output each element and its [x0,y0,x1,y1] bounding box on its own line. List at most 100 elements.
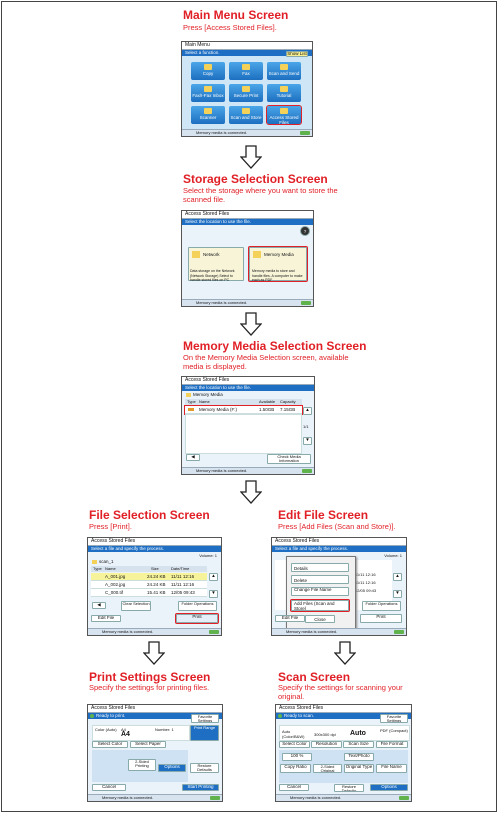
edit-file-button[interactable]: Edit File [275,615,305,622]
file-size: 24.24 KB [147,574,166,579]
file-name: C_000.tif [105,590,124,595]
status-bar: Memory media is connected. [182,129,312,136]
tile-label: Fax/I-Fax Inbox [192,93,224,98]
print-settings-desc: Specify the settings for printing files. [89,683,210,692]
show-list-button[interactable]: Show List [286,51,308,57]
select-color-button[interactable]: Select Color [279,741,310,748]
help-icon[interactable]: ? [300,226,310,236]
inbox-icon [204,86,212,92]
network-button[interactable]: Network [188,247,244,281]
status-monitor-button[interactable] [394,630,404,634]
ready-text: Ready to print. [96,713,126,718]
scanner-icon [204,108,212,114]
file-date: 12/05 09:43 [171,590,195,595]
column-headers: Type Name Available Capacity [185,399,302,405]
status-monitor-button[interactable] [301,301,311,305]
tile-label: Tutorial [276,93,292,98]
status-monitor-button[interactable] [302,469,312,473]
col-available: Available [259,399,276,404]
file-row[interactable]: C_000.tif 15.41 KB 12/05 09:43 [91,589,207,597]
file-row[interactable]: A_001.jpg 24.24 KB 11/11 12:16 [91,573,207,581]
print-range-button[interactable]: Print Range [190,725,219,741]
col-name: Name [105,566,116,571]
cancel-button[interactable]: Cancel [279,784,309,791]
change-file-name-button[interactable]: Change File Name [291,587,349,596]
print-settings-screen: Access Stored Files Ready to print. Favo… [87,704,223,802]
main-menu-header: Main Menu [182,42,312,50]
file-format-button[interactable]: File Format [376,741,408,748]
status-monitor-button[interactable] [399,796,409,800]
memory-header: Access Stored Files [182,377,314,385]
folder-operations-button[interactable]: Folder Operations [178,601,217,611]
media-row[interactable]: Memory Media (F:) 1.50GB 7.15GB [184,405,303,415]
storage-desc: Select the storage where you want to sto… [183,186,338,204]
options-button[interactable]: Options [158,764,186,772]
scan-screen: Access Stored Files Ready to scan. Favor… [275,704,412,802]
memory-media-icon [253,251,261,258]
col-capacity: Capacity [280,399,296,404]
resolution-button[interactable]: Resolution [311,741,342,748]
file-subheader: Select a file and specify the process. [88,546,221,552]
check-media-info-button[interactable]: Check Media Information [267,454,311,464]
status-monitor-button[interactable] [209,630,219,634]
tile-fax-inbox[interactable]: Fax/I-Fax Inbox [191,84,225,102]
tile-scanner[interactable]: Scanner [191,106,225,124]
clear-selection-button[interactable]: Clear Selection [121,601,151,611]
tile-scan-and-store[interactable]: Scan and Store [229,106,263,124]
two-sided-printing-button[interactable]: 2-Sided Printing [128,759,156,771]
tile-access-stored-files[interactable]: Access Stored Files [266,105,302,125]
back-button[interactable]: ◀ [186,454,200,461]
tile-tutorial[interactable]: Tutorial [267,84,301,102]
print-button[interactable]: Print [360,614,402,623]
back-button[interactable]: ◀ [92,602,106,609]
scroll-up-button[interactable]: ▲ [303,407,312,415]
scan-size-button[interactable]: Scan Size [343,741,374,748]
network-description: Data storage on the Network (Network Sto… [190,269,235,282]
storage-header: Access Stored Files [182,211,313,219]
add-files-button[interactable]: Add Files (Scan and Store) [290,599,350,612]
scroll-down-button[interactable]: ▼ [303,437,312,445]
status-monitor-button[interactable] [210,796,220,800]
tile-secure-print[interactable]: Secure Print [229,84,263,102]
edit-file-button[interactable]: Edit File [91,615,121,622]
close-button[interactable]: Close [305,615,335,623]
scroll-down-button[interactable]: ▼ [393,590,402,598]
status-monitor-button[interactable] [300,131,310,135]
scroll-down-button[interactable]: ▼ [209,590,218,598]
restore-defaults-button[interactable]: Restore Defaults [190,763,219,773]
main-menu-desc: Press [Access Stored Files]. [183,23,277,32]
tile-scan-and-send[interactable]: Scan and Send [267,62,301,80]
file-size: 15.41 KB [147,590,166,595]
main-menu-subheader: Select a function. [182,50,312,56]
start-printing-button[interactable]: Start Printing [182,784,219,791]
file-row[interactable]: A_002.jpg 24.24 KB 11/11 12:16 [91,581,207,589]
favorite-settings-button[interactable]: Favorite Settings [191,714,219,723]
memory-title: Memory Media Selection Screen [183,339,367,353]
favorite-settings-button[interactable]: Favorite Settings [380,714,408,723]
memory-media-button[interactable]: Memory Media [248,246,308,282]
original-type-button[interactable]: Original Type [344,764,374,773]
scroll-up-button[interactable]: ▲ [209,573,218,581]
options-button[interactable]: Options [370,784,408,791]
details-button[interactable]: Details [291,563,349,572]
file-size: 24.24 KB [147,582,166,587]
scroll-up-button[interactable]: ▲ [393,573,402,581]
select-color-button[interactable]: Select Color [92,741,128,748]
scan-send-icon [280,64,288,70]
folder-operations-button[interactable]: Folder Operations [362,601,401,611]
cancel-button[interactable]: Cancel [92,784,126,791]
select-paper-button[interactable]: Select Paper [130,741,166,748]
storage-subheader: Select the location to use the file. [182,219,313,225]
delete-button[interactable]: Delete [291,575,349,584]
file-name-button[interactable]: File Name [376,764,407,773]
copy-ratio-button[interactable]: Copy Ratio [280,764,311,773]
print-button[interactable]: Print [175,613,219,624]
ready-bar: Ready to scan. [276,713,411,719]
two-sided-original-button[interactable]: 2-Sided Original [313,764,342,773]
tile-copy[interactable]: Copy [191,62,225,80]
down-arrow-icon [240,312,262,336]
tutorial-icon [280,86,288,92]
restore-defaults-button[interactable]: Restore Defaults [334,784,364,792]
tile-fax[interactable]: Fax [229,62,263,80]
edit-file-menu: Details Delete Change File Name Add File… [286,556,356,632]
